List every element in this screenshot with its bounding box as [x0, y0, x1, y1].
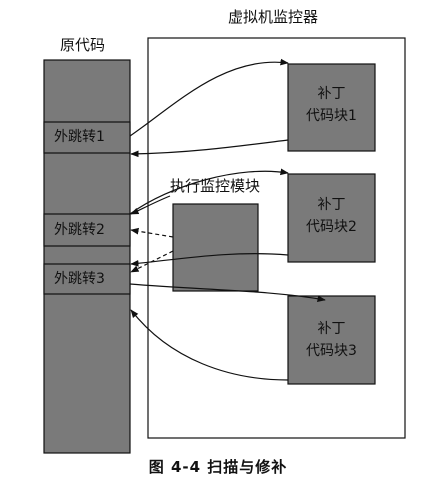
patch1-label: 补丁 代码块1: [288, 85, 375, 125]
jump3-label: 外跳转3: [54, 271, 105, 287]
arrow-monitor-label-to-source: [130, 195, 171, 215]
monitor-label: 执行监控模块: [170, 177, 261, 195]
patch3-line1: 补丁: [317, 321, 346, 337]
arrow-patch3-to-source: [130, 309, 289, 381]
patch2-line2: 代码块2: [306, 219, 357, 235]
execution-monitor-block: [172, 203, 259, 292]
jump2-block: [43, 213, 131, 247]
vmm-title: 虚拟机监控器: [228, 8, 319, 26]
patch2-label: 补丁 代码块2: [288, 196, 375, 236]
arrow-jump1-to-patch1: [129, 58, 289, 137]
jump2-label: 外跳转2: [54, 222, 105, 238]
arrow-monitor-to-jump2-dashed: [130, 227, 174, 238]
arrow-monitor-to-jump3-dashed: [130, 250, 174, 273]
figure-caption: 图 4-4 扫描与修补: [148, 458, 288, 476]
jump1-block: [43, 121, 131, 154]
patch3-label: 补丁 代码块3: [288, 320, 375, 360]
arrow-patch2-to-source: [130, 253, 289, 267]
arrow-jump2-to-patch2: [129, 168, 289, 215]
source-code-title: 原代码: [60, 36, 106, 54]
jump1-label: 外跳转1: [54, 129, 105, 145]
patch-block-3: [287, 295, 376, 385]
patch1-line1: 补丁: [317, 86, 346, 102]
arrow-jump3-to-patch3: [129, 283, 326, 302]
patch3-line2: 代码块3: [306, 343, 357, 359]
patch-block-2: [287, 173, 376, 263]
source-code-column: [43, 59, 131, 454]
patch1-line2: 代码块1: [306, 108, 357, 124]
patch2-line1: 补丁: [317, 197, 346, 213]
patch-block-1: [287, 63, 376, 152]
arrow-patch1-to-source: [130, 139, 289, 158]
jump3-block: [43, 263, 131, 295]
